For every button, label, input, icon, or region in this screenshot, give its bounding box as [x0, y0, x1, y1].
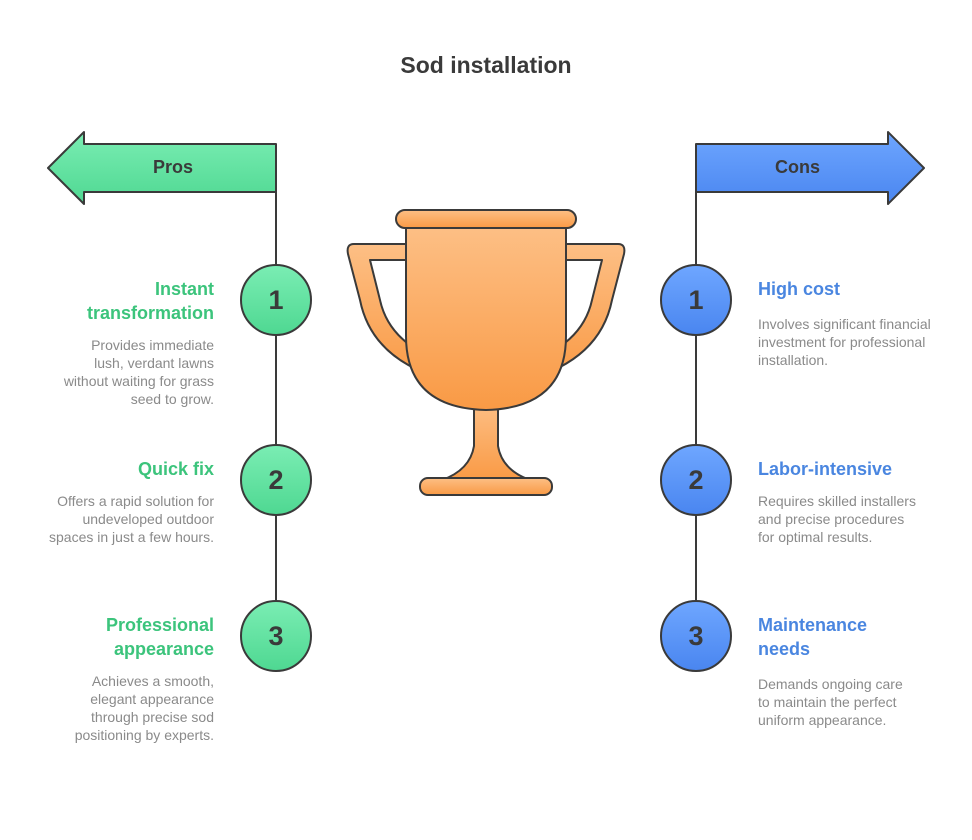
- page-title: Sod installation: [400, 52, 572, 78]
- pros-heading-1: Instant transformation: [86, 279, 214, 323]
- cons-number-1: 1: [660, 264, 732, 336]
- cons-heading-1: High cost: [758, 279, 841, 299]
- pros-description-1: Provides immediate lush, verdant lawns w…: [63, 337, 214, 407]
- cons-heading-2: Labor-intensive: [758, 459, 893, 479]
- pros-number-3: 3: [240, 600, 312, 672]
- cons-label: Cons: [775, 157, 820, 177]
- cons-arrow: [695, 131, 925, 205]
- pros-number-1: 1: [240, 264, 312, 336]
- cons-number-3: 3: [660, 600, 732, 672]
- cons-description-3: Demands ongoing care to maintain the per…: [758, 676, 903, 728]
- pros-description-2: Offers a rapid solution for undeveloped …: [49, 493, 214, 545]
- cons-heading-3: Maintenance needs: [758, 615, 868, 659]
- pros-number-2: 2: [240, 444, 312, 516]
- pros-heading-2: Quick fix: [137, 459, 214, 479]
- pros-arrow: [47, 131, 277, 205]
- pros-description-3: Achieves a smooth, elegant appearance th…: [74, 673, 214, 743]
- cons-number-2: 2: [660, 444, 732, 516]
- pros-label: Pros: [153, 157, 194, 177]
- cons-description-1: Involves significant financial investmen…: [758, 316, 931, 368]
- pros-heading-3: Professional appearance: [105, 615, 214, 659]
- cons-description-2: Requires skilled installers and precise …: [758, 493, 916, 545]
- trophy-icon: [346, 209, 626, 496]
